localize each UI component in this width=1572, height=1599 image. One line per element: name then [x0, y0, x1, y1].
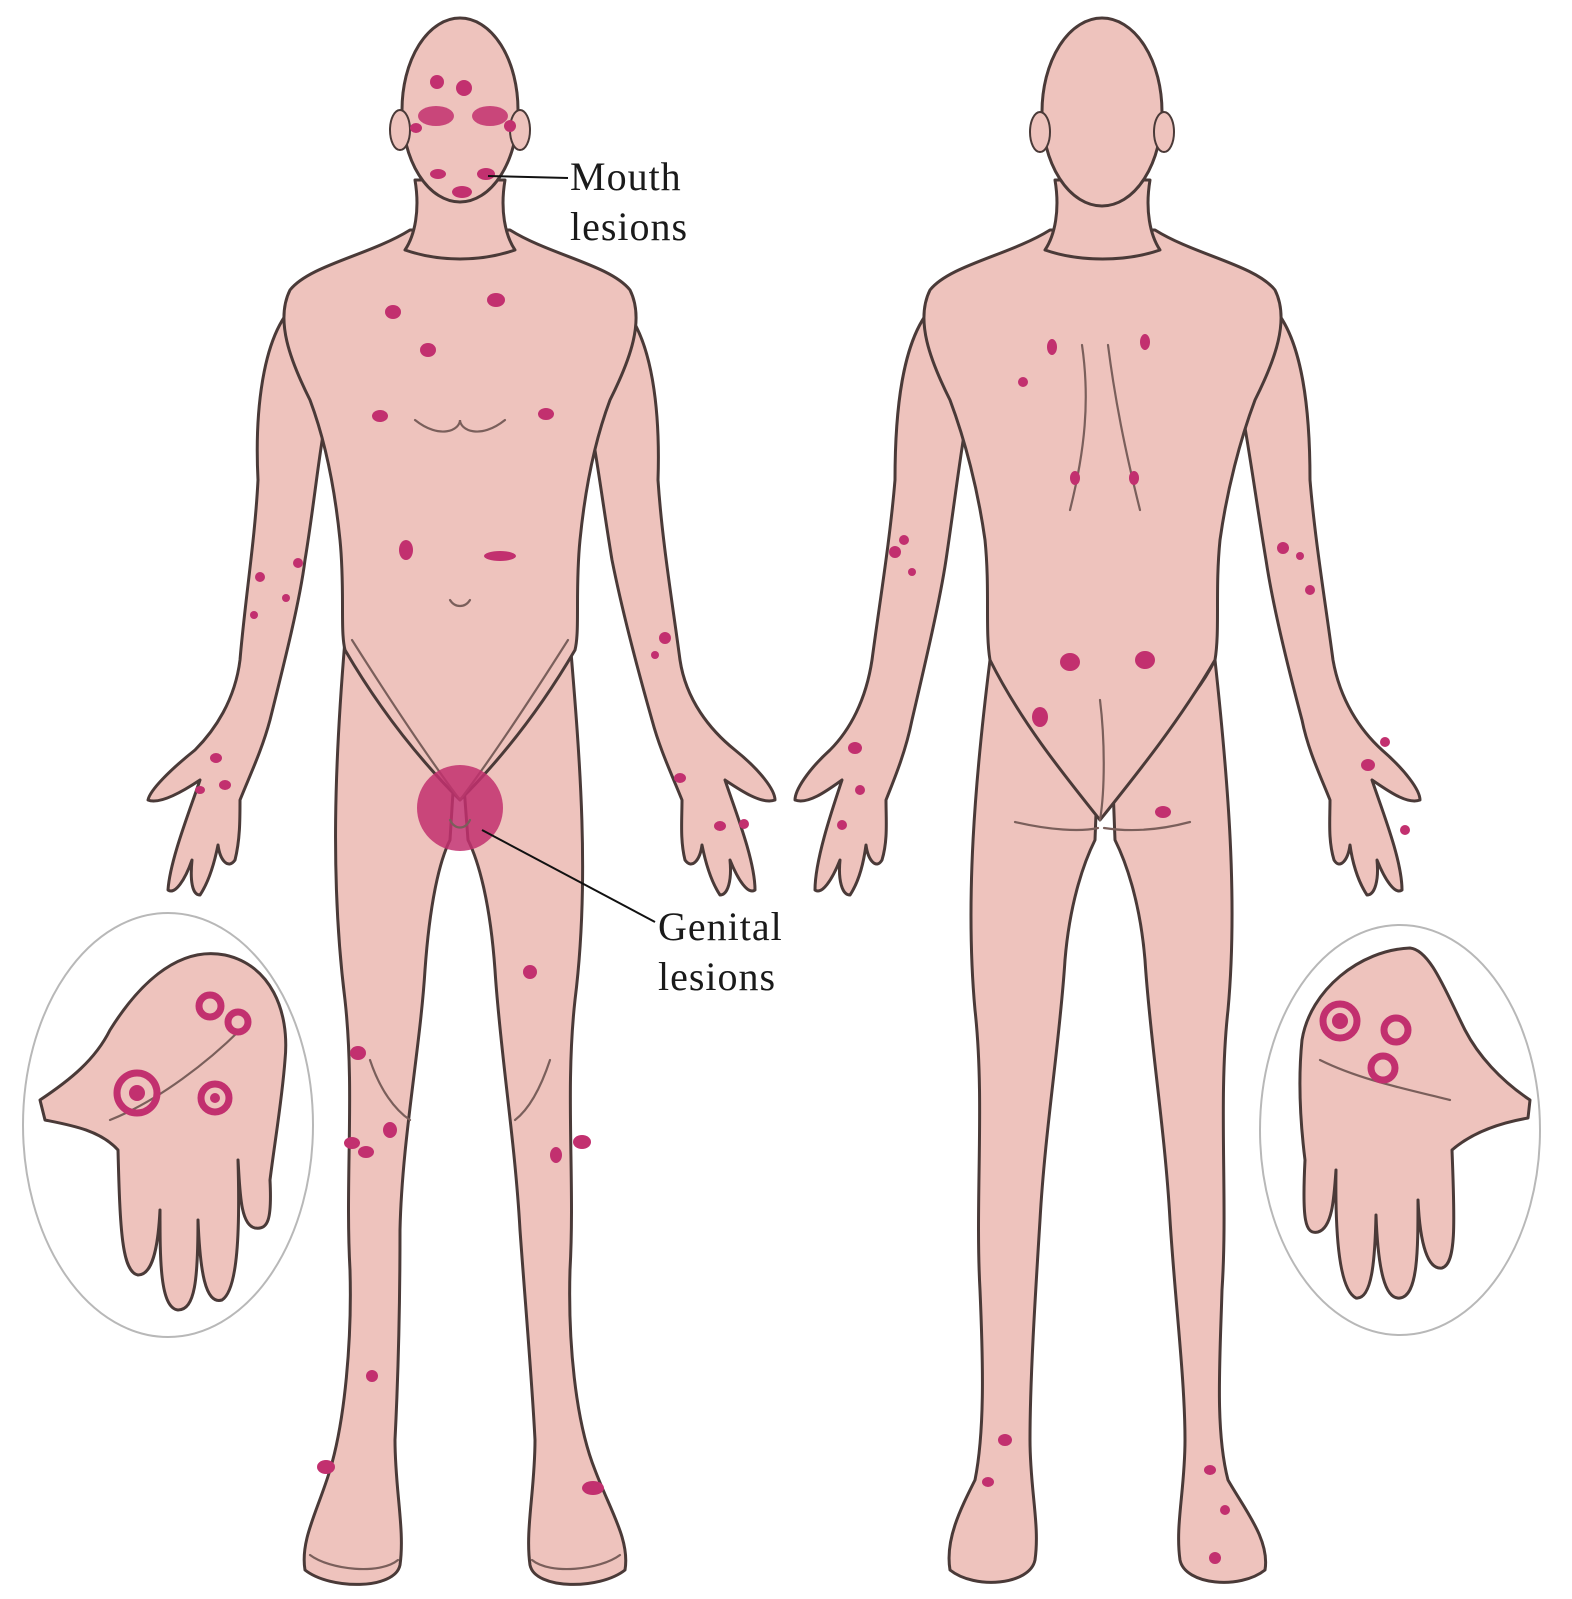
- lesion-spot: [410, 123, 422, 133]
- lesion-spot: [855, 785, 865, 795]
- lesion-spot: [219, 780, 231, 790]
- lesion-spot: [982, 1477, 994, 1487]
- lesion-spot: [430, 75, 444, 89]
- lesion-spot: [674, 773, 686, 783]
- genital-lesion-area: [417, 765, 503, 851]
- lesion-spot: [908, 568, 916, 576]
- lesion-spot: [344, 1137, 360, 1149]
- lesion-spot: [293, 558, 303, 568]
- lesion-spot: [1361, 759, 1375, 771]
- lesion-spot: [1047, 339, 1057, 355]
- lesion-spot: [1400, 825, 1410, 835]
- lesion-spot: [452, 186, 472, 198]
- lesion-spot: [1032, 707, 1048, 727]
- lesion-spot: [255, 572, 265, 582]
- lesion-spot: [504, 120, 516, 132]
- back-left-ear: [1030, 112, 1050, 152]
- lesion-spot: [477, 168, 495, 180]
- back-head: [1042, 18, 1162, 206]
- lesion-spot: [659, 632, 671, 644]
- lesion-spot: [998, 1434, 1012, 1446]
- back-right-ear: [1154, 112, 1174, 152]
- mouth-label-line-1: Mouth: [570, 154, 682, 199]
- lesion-spot: [523, 965, 537, 979]
- lesion-spot: [714, 821, 726, 831]
- lesion-spot: [250, 611, 258, 619]
- lesion-spot: [210, 753, 222, 763]
- lesion-spot: [1204, 1465, 1216, 1475]
- lesion-spot: [358, 1146, 374, 1158]
- back-left-leg: [949, 660, 1098, 1582]
- target-lesion-center: [210, 1093, 220, 1103]
- front-left-ear: [390, 110, 410, 150]
- lesion-spot: [456, 80, 472, 96]
- lesion-spot: [899, 535, 909, 545]
- lesion-spot: [1135, 651, 1155, 669]
- front-left-arm: [148, 300, 330, 895]
- genital-label-line-1: Genital: [658, 904, 783, 949]
- lesion-spot: [1305, 585, 1315, 595]
- lesion-spot: [487, 293, 505, 307]
- lesion-spot: [651, 651, 659, 659]
- lesion-spot: [1220, 1505, 1230, 1515]
- mouth-label-line-2: lesions: [570, 204, 688, 249]
- lesion-spot: [573, 1135, 591, 1149]
- back-right-leg: [1112, 660, 1266, 1582]
- lesion-spot: [582, 1481, 604, 1495]
- lesion-spot: [1155, 806, 1171, 818]
- lesion-spot: [420, 343, 436, 357]
- lesion-spot: [1277, 542, 1289, 554]
- lesion-spot: [1140, 334, 1150, 350]
- lesion-spot: [385, 305, 401, 319]
- lesion-spot: [848, 742, 862, 754]
- lesion-spot: [317, 1460, 335, 1474]
- lesion-spot: [430, 169, 446, 179]
- lesion-spot: [484, 551, 516, 561]
- back-right-arm: [1240, 300, 1420, 895]
- lesion-spot: [837, 820, 847, 830]
- lesion-spot: [282, 594, 290, 602]
- target-lesion-center: [1332, 1013, 1348, 1029]
- target-lesion-center: [129, 1085, 145, 1101]
- front-figure: [148, 18, 775, 1584]
- lesion-spot: [1209, 1552, 1221, 1564]
- lesion-spot: [1070, 471, 1080, 485]
- lesion-spot: [399, 540, 413, 560]
- lesion-spot: [418, 106, 454, 126]
- right-palm-inset: [1260, 925, 1540, 1335]
- lesion-spot: [1060, 653, 1080, 671]
- back-figure: [795, 18, 1420, 1582]
- genital-label-line-2: lesions: [658, 954, 776, 999]
- lesion-spot: [739, 819, 749, 829]
- lesion-spot: [383, 1122, 397, 1138]
- lesion-spot: [1380, 737, 1390, 747]
- left-palm-inset: [23, 913, 313, 1337]
- lesion-spot: [195, 786, 205, 794]
- lesion-spot: [1129, 471, 1139, 485]
- front-torso: [284, 230, 636, 800]
- lesion-spot: [366, 1370, 378, 1382]
- lesion-spot: [372, 410, 388, 422]
- lesion-spot: [550, 1147, 562, 1163]
- lesion-spot: [1018, 377, 1028, 387]
- lesion-spot: [1296, 552, 1304, 560]
- lesion-spot: [472, 106, 508, 126]
- lesion-spot: [350, 1046, 366, 1060]
- lesion-spot: [889, 546, 901, 558]
- lesion-spot: [538, 408, 554, 420]
